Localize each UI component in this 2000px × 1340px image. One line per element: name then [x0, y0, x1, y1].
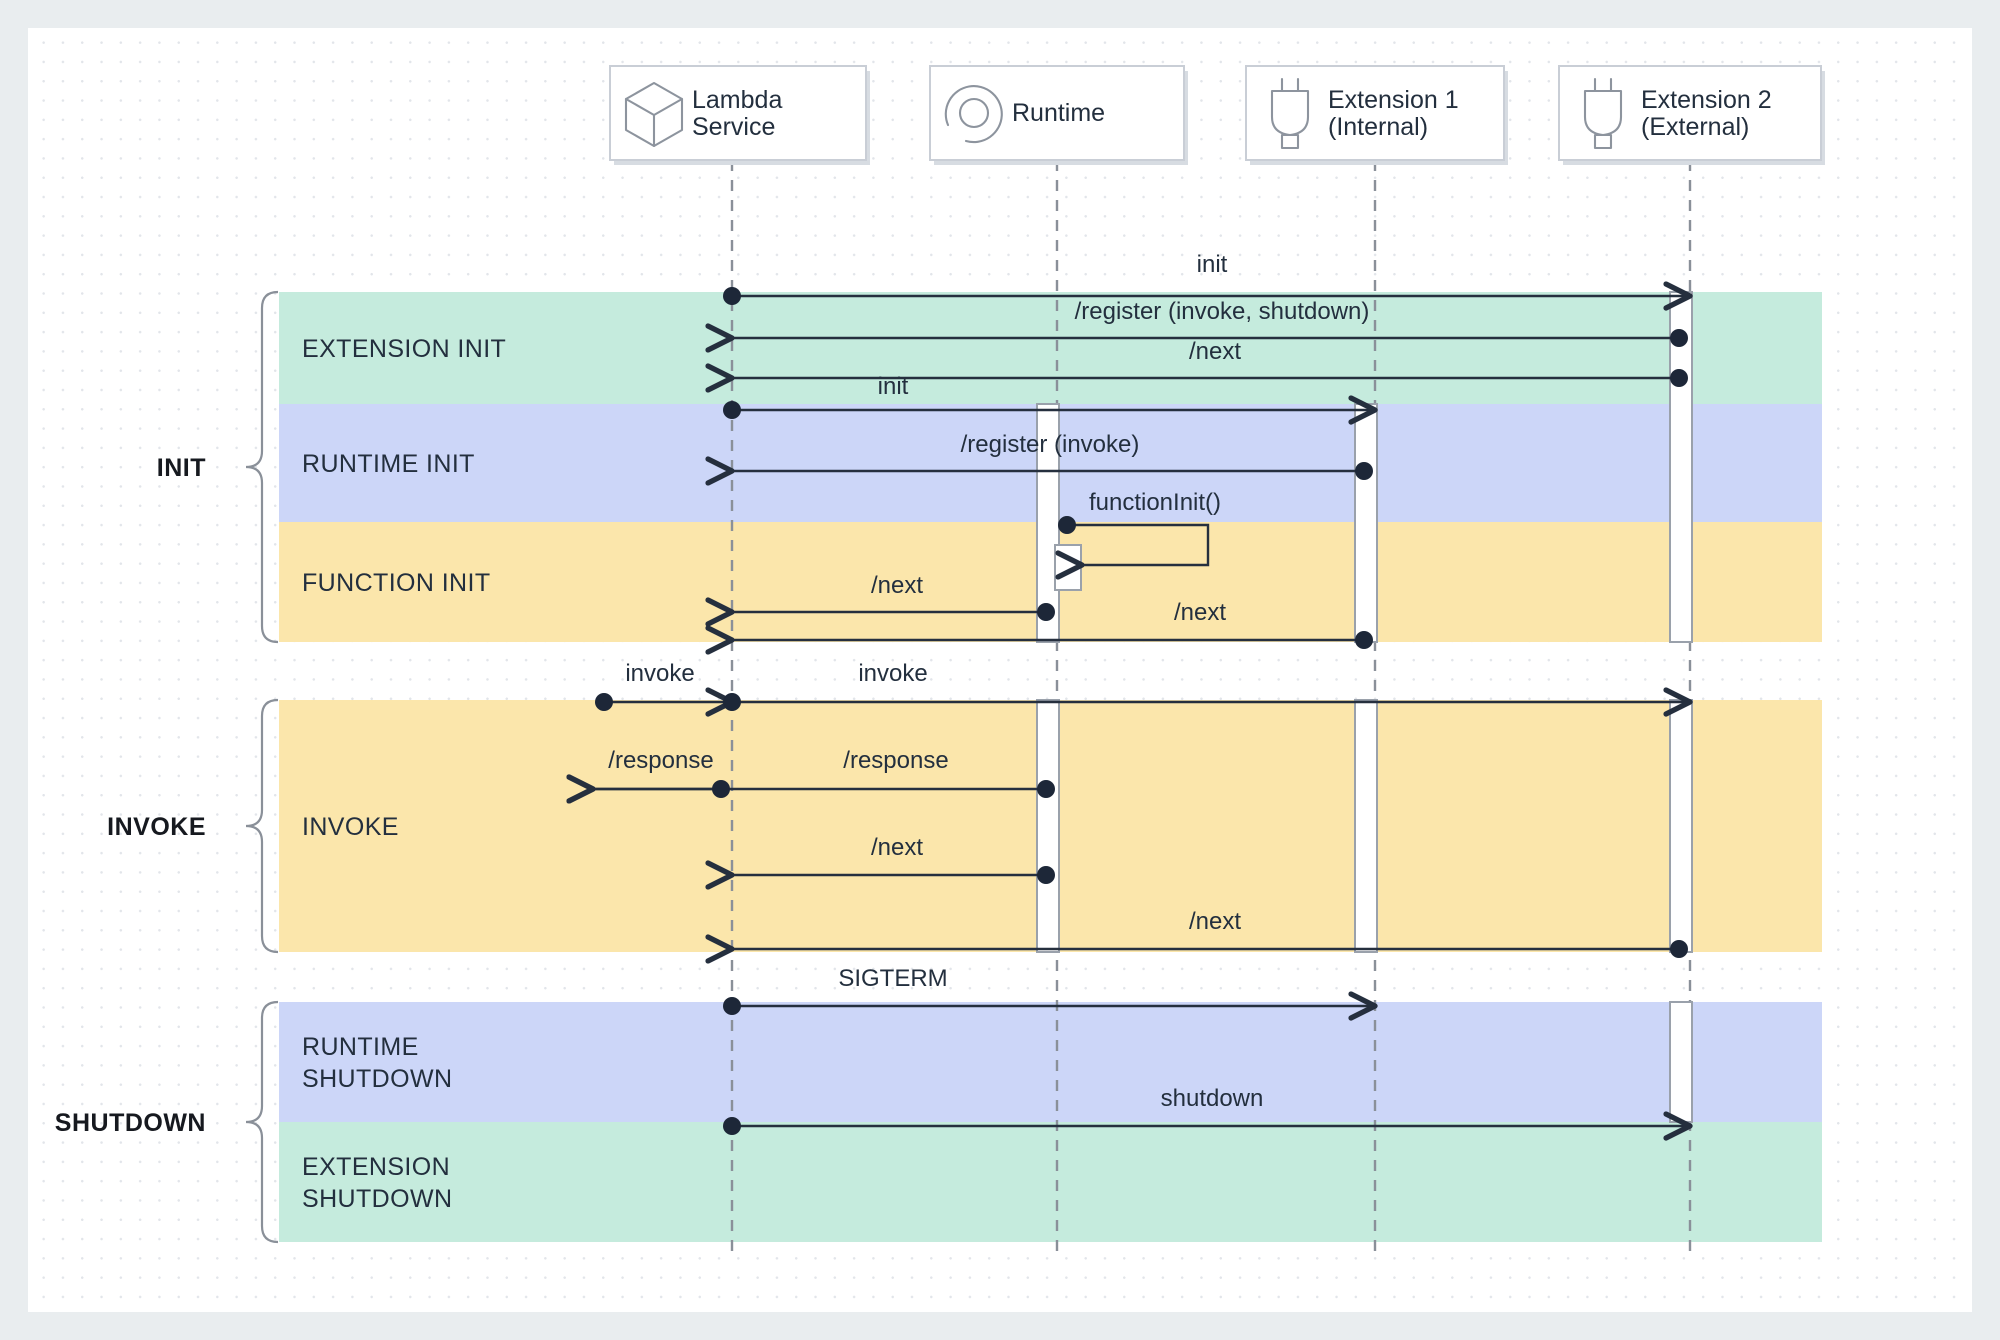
messages-layer: init/register (invoke, shutdown) /next ini…: [593, 251, 1690, 1135]
message-label-m14: /next: [1189, 908, 1241, 935]
message-m9: invoke: [595, 660, 732, 711]
message-origin-dot-m9: [595, 693, 613, 711]
message-label-m1: init: [1197, 251, 1228, 278]
message-label-m9: invoke: [625, 660, 694, 687]
message-origin-dot-m1: [723, 287, 741, 305]
band-label-extension-shutdown: SHUTDOWN: [302, 1185, 452, 1213]
actor-label-ext1: Extension 1: [1328, 86, 1459, 114]
band-label-extension-init: EXTENSION INIT: [302, 335, 506, 363]
band-label-runtime-shutdown: RUNTIME: [302, 1033, 419, 1061]
activation-ext2-shutdown: [1669, 1001, 1693, 1123]
actor-label-ext1: (Internal): [1328, 113, 1428, 141]
message-origin-dot-m7: [1037, 603, 1055, 621]
activation-runtime-invoke: [1036, 699, 1060, 953]
message-label-m16: shutdown: [1161, 1085, 1264, 1112]
message-label-m4: init: [878, 373, 909, 400]
message-m2: /register (invoke, shutdown): [732, 298, 1688, 347]
message-label-m2: /register (invoke, shutdown): [1075, 298, 1370, 325]
message-origin-dot-m8: [1355, 631, 1373, 649]
message-label-m15: SIGTERM: [838, 965, 947, 992]
actor-label-runtime: Runtime: [1012, 99, 1105, 127]
message-origin-dot-m13: [1037, 866, 1055, 884]
plug-icon-ext1: [1270, 77, 1310, 150]
activation-runtime-nested: [1054, 544, 1082, 591]
message-label-m13: /next: [871, 834, 923, 861]
phase-band-extension-init: [279, 292, 1822, 404]
phase-brace-shutdown: [245, 1000, 279, 1244]
band-label-runtime-shutdown: SHUTDOWN: [302, 1065, 452, 1093]
actor-header-runtime[interactable]: Runtime: [929, 65, 1188, 165]
circle-icon-runtime: [944, 85, 1003, 144]
message-origin-dot-m11: [1037, 780, 1055, 798]
message-m3: /next: [732, 338, 1688, 387]
actor-box-runtime: [929, 65, 1185, 161]
message-label-m7: /next: [871, 572, 923, 599]
phase-brace-invoke: [245, 698, 279, 954]
phase-label-shutdown: SHUTDOWN: [55, 1109, 206, 1137]
message-m7: /next: [732, 572, 1055, 621]
message-m12: /response: [593, 747, 730, 798]
activation-ext1-init: [1354, 403, 1378, 643]
plug-icon-ext2: [1583, 77, 1623, 150]
message-label-m11: /response: [843, 747, 948, 774]
actor-box-ext2: [1558, 65, 1822, 161]
message-m13: /next: [732, 834, 1055, 884]
phase-brace-init: [245, 290, 279, 644]
phase-band-extension-shutdown: [279, 1122, 1822, 1242]
activation-ext2-invoke: [1669, 699, 1693, 953]
message-m11: /response: [593, 747, 1055, 798]
band-label-function-init: FUNCTION INIT: [302, 569, 491, 597]
message-line-m6: [1068, 523, 1210, 565]
message-m15: SIGTERM: [723, 965, 1375, 1015]
message-origin-dot-m3: [1670, 369, 1688, 387]
phase-braces-layer: INIT INVOKE SHUTDOWN: [55, 290, 279, 1244]
actor-label-ext2: (External): [1641, 113, 1749, 141]
message-label-m5: /register (invoke): [961, 431, 1140, 458]
actor-header-ext1[interactable]: Extension 1(Internal): [1245, 65, 1508, 165]
actor-box-ext1: [1245, 65, 1505, 161]
message-m8: /next: [732, 599, 1373, 649]
message-m16: shutdown: [723, 1085, 1690, 1135]
message-origin-dot-m16: [723, 1117, 741, 1135]
message-m1: init: [723, 251, 1690, 305]
actor-header-ext2[interactable]: Extension 2(External): [1558, 65, 1825, 165]
message-m14: /next: [732, 908, 1688, 958]
band-label-runtime-init: RUNTIME INIT: [302, 450, 475, 478]
phase-label-init: INIT: [157, 454, 206, 482]
actor-label-lambda: Service: [692, 113, 775, 141]
actor-label-ext2: Extension 2: [1641, 86, 1772, 114]
actor-label-lambda: Lambda: [692, 86, 782, 114]
phase-label-invoke: INVOKE: [107, 813, 206, 841]
message-m4: init: [723, 373, 1375, 419]
message-label-m8: /next: [1174, 599, 1226, 626]
message-origin-dot-m2: [1670, 329, 1688, 347]
band-label-extension-shutdown: EXTENSION: [302, 1153, 450, 1181]
message-label-m3: /next: [1189, 338, 1241, 365]
activation-ext1-invoke: [1354, 699, 1378, 953]
message-label-m10: invoke: [858, 660, 927, 687]
message-origin-dot-m6: [1058, 516, 1076, 534]
message-origin-dot-m4: [723, 401, 741, 419]
phase-band-runtime-shutdown: [279, 1002, 1822, 1122]
message-label-m6: functionInit(): [1089, 489, 1221, 516]
message-m5: /register (invoke): [732, 431, 1373, 480]
message-origin-dot-m12: [712, 780, 730, 798]
message-m6: functionInit(): [1058, 489, 1221, 565]
message-origin-dot-m5: [1355, 462, 1373, 480]
message-origin-dot-m15: [723, 997, 741, 1015]
message-origin-dot-m10: [723, 693, 741, 711]
cube-icon-lambda: [624, 81, 684, 148]
message-label-m12: /response: [608, 747, 713, 774]
message-origin-dot-m14: [1670, 940, 1688, 958]
message-m10: invoke: [723, 660, 1690, 711]
band-label-invoke: INVOKE: [302, 813, 399, 841]
